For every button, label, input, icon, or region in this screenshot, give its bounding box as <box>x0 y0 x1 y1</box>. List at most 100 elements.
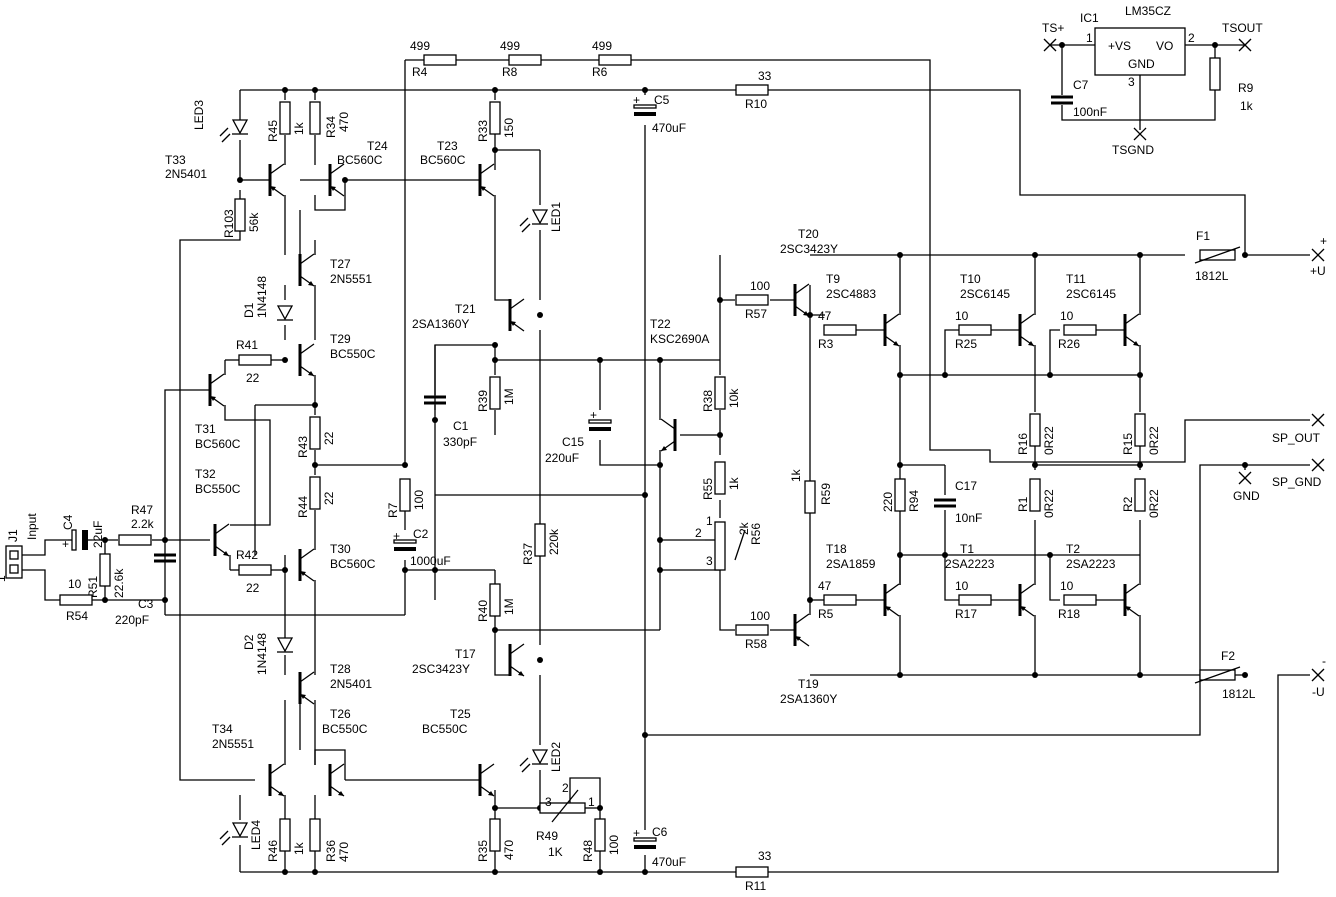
schematic-label: BC560C <box>337 153 383 167</box>
polarity-mark: + <box>590 408 597 422</box>
schematic-label: GND <box>1233 489 1260 503</box>
schematic-label: 2SC3423Y <box>412 662 470 676</box>
schematic-label: C3 <box>138 597 154 611</box>
schematic-label: T10 <box>960 272 981 286</box>
connector-gnd: GND <box>1233 471 1260 503</box>
schematic-label: R57 <box>745 307 767 321</box>
schematic-label: R37 <box>521 543 535 565</box>
schematic-label: BC550C <box>322 722 368 736</box>
schematic-label: 1M <box>502 598 516 615</box>
schematic-label: 0R22 <box>1042 426 1056 455</box>
schematic-label: 22uF <box>91 521 105 548</box>
schematic-label: R55 <box>701 478 715 500</box>
connector-tsgnd: TSGND <box>1112 127 1154 157</box>
schematic-label: 3 <box>706 554 713 568</box>
schematic-label: R9 <box>1238 81 1254 95</box>
schematic-label: 1k <box>1240 99 1254 113</box>
schematic-label: 470 <box>337 112 351 132</box>
schematic-label: 470 <box>337 842 351 862</box>
schematic-label: R18 <box>1058 607 1080 621</box>
ic1-pin-vo: VO <box>1156 39 1173 53</box>
led-led2: LED2 <box>519 742 563 773</box>
schematic-label: 47 <box>818 309 832 323</box>
schematic-label: T32 <box>195 467 216 481</box>
schematic-label: 33 <box>758 69 772 83</box>
schematic-label: R45 <box>266 120 280 142</box>
schematic-label: 10 <box>1060 309 1074 323</box>
schematic-label: TS+ <box>1042 21 1064 35</box>
schematic-label: T21 <box>455 302 476 316</box>
schematic-label: R35 <box>476 840 490 862</box>
schematic-label: D1 <box>242 302 256 318</box>
schematic-label: 0R22 <box>1042 489 1056 518</box>
schematic-label: 1k <box>292 121 306 135</box>
schematic-label: LED2 <box>549 742 563 772</box>
schematic-label: T18 <box>826 542 847 556</box>
schematic-label: T19 <box>798 677 819 691</box>
schematic-label: C4 <box>61 514 75 530</box>
schematic-label: 1 <box>1086 31 1093 45</box>
schematic-label: R59 <box>819 483 833 505</box>
schematic-label: 1k <box>292 841 306 855</box>
schematic-label: R42 <box>236 548 258 562</box>
schematic-label: 3 <box>1128 75 1135 89</box>
schematic-label: 1M <box>502 388 516 405</box>
schematic-label: J1 <box>6 529 20 542</box>
schematic-label: F1 <box>1196 229 1210 243</box>
schematic-label: SP_GND <box>1272 475 1322 489</box>
schematic-label: 2 <box>1188 31 1195 45</box>
schematic-label: 220 <box>881 492 895 512</box>
schematic-label: LED1 <box>549 202 563 232</box>
led-led4: LED4 <box>219 820 263 850</box>
schematic-label: 499 <box>592 39 612 53</box>
schematic-label: C1 <box>453 419 469 433</box>
schematic-label: R26 <box>1058 337 1080 351</box>
schematic-label: 100 <box>412 490 426 510</box>
schematic-label: R56 <box>749 523 763 545</box>
schematic-label: 1 <box>0 575 8 582</box>
schematic-label: 220k <box>547 528 561 555</box>
schematic-label: T31 <box>195 422 216 436</box>
schematic-label: LED4 <box>249 820 263 850</box>
schematic-label: SP_OUT <box>1272 431 1321 445</box>
schematic-label: 1 <box>588 795 595 809</box>
schematic-label: C2 <box>413 527 429 541</box>
schematic-label: R6 <box>592 65 608 79</box>
connector-j1: J1 Input 1 <box>0 513 39 582</box>
schematic-label: T25 <box>450 707 471 721</box>
trimmers: 123 R56 2k 321 R49 1K <box>536 514 763 859</box>
schematic-label: 2SC4883 <box>826 287 876 301</box>
schematic-label: C7 <box>1073 78 1089 92</box>
schematic-label: R33 <box>476 120 490 142</box>
schematic-label: R5 <box>818 607 834 621</box>
connector-sp-gnd: SP_GND <box>1272 458 1325 489</box>
schematic-label: Input <box>25 513 39 540</box>
schematic-label: 2SA2223 <box>1066 557 1116 571</box>
schematic-label: 2N5401 <box>330 677 372 691</box>
schematic-label: 100 <box>750 609 770 623</box>
